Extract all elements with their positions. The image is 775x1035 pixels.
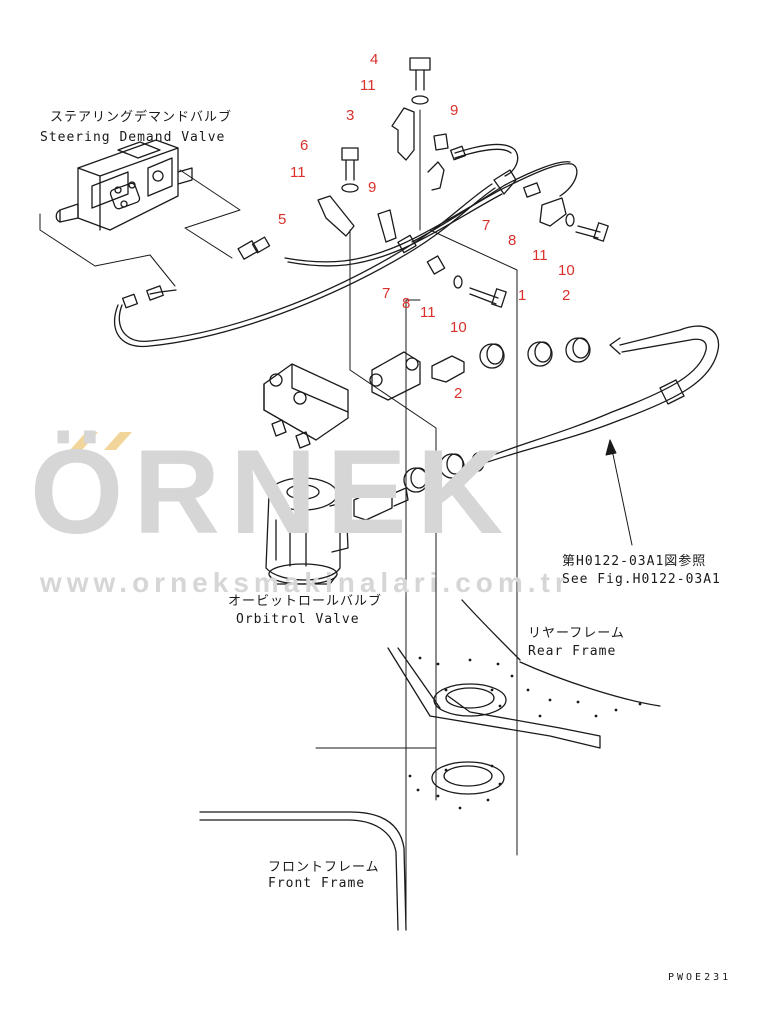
steering-demand-valve-label-en: Steering Demand Valve [40, 130, 226, 145]
callout-11d: 11 [532, 247, 548, 264]
callout-7b: 7 [482, 217, 491, 234]
watermark-logo: ÖRNEK [30, 425, 514, 559]
callout-1: 1 [518, 287, 527, 304]
rear-frame-label-jp: リヤーフレーム [528, 626, 625, 641]
reference-lines [315, 109, 633, 926]
rear-frame-label-en: Rear Frame [528, 644, 617, 659]
callout-8b: 8 [508, 232, 517, 249]
callout-5: 5 [278, 211, 287, 228]
hose-lines [113, 143, 578, 348]
callout-2a: 2 [562, 287, 571, 304]
callout-10b: 10 [558, 262, 575, 279]
callout-6: 6 [300, 137, 309, 154]
callout-11a: 11 [360, 77, 376, 94]
return-hose [471, 325, 720, 472]
watermark-url: www.orneksmakinalari.com.tr [40, 567, 571, 598]
fittings [122, 145, 541, 309]
callout-11b: 11 [290, 164, 306, 181]
drawing-code: PWOE231 [668, 972, 732, 983]
steering-demand-valve-label-jp: ステアリングデマンドバルブ [50, 110, 233, 125]
callout-8a: 8 [402, 295, 411, 312]
front-frame [199, 761, 505, 931]
callout-7a: 7 [382, 285, 391, 302]
callout-3: 3 [346, 107, 355, 124]
callout-9a: 9 [450, 102, 459, 119]
brackets-and-bolts [317, 57, 609, 308]
callout-4: 4 [370, 51, 379, 68]
callout-11c: 11 [420, 304, 436, 321]
steering-valve-leaders [39, 169, 241, 287]
front-frame-label-jp: フロントフレーム [268, 860, 380, 875]
orbitrol-valve-label-jp: オービットロールバルブ [228, 594, 383, 609]
orbitrol-valve-label-en: Orbitrol Valve [236, 612, 360, 627]
orbitrol-valve [265, 477, 349, 585]
steering-demand-valve [55, 139, 193, 231]
see-fig-label-en: See Fig.H0122-03A1 [562, 572, 721, 587]
callout-10a: 10 [450, 319, 467, 336]
frame-rivets [408, 656, 642, 810]
hose-clamps [403, 337, 591, 493]
callout-9b: 9 [368, 179, 377, 196]
watermark-accent [70, 432, 132, 450]
see-fig-label-jp: 第H0122-03A1図参照 [562, 554, 707, 569]
front-frame-label-en: Front Frame [268, 876, 366, 891]
adapters [353, 351, 465, 521]
rear-frame [387, 599, 661, 749]
orbitrol-bracket [263, 363, 349, 449]
callout-2b: 2 [454, 385, 463, 402]
